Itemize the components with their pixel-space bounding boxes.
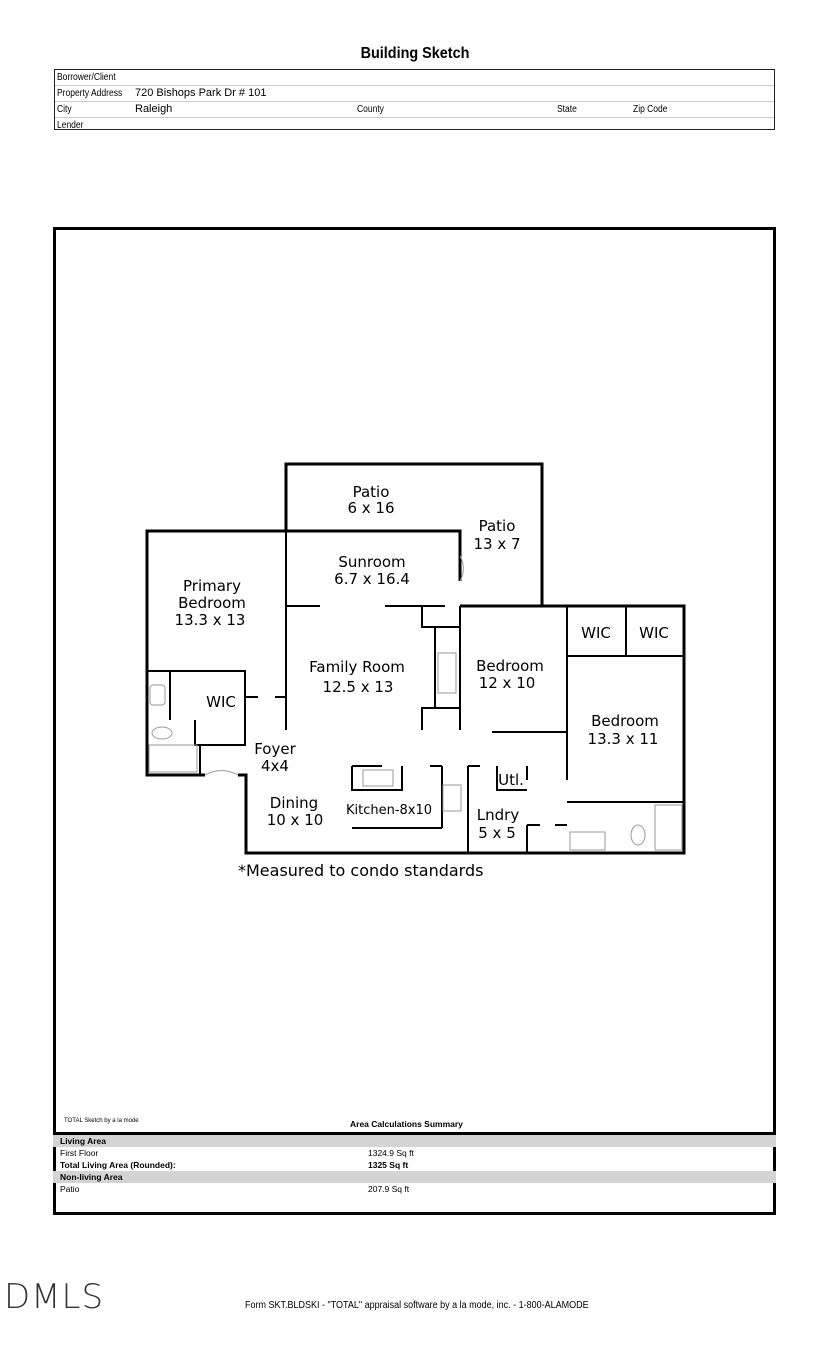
first-floor-label: First Floor bbox=[60, 1148, 99, 1158]
room-dims: 5 x 5 bbox=[478, 824, 516, 842]
patio-label: Patio bbox=[60, 1184, 80, 1194]
state-label: State bbox=[557, 104, 577, 115]
page-title: Building Sketch bbox=[360, 45, 470, 62]
dmls-watermark-logo: DMLS bbox=[4, 1277, 105, 1317]
measurement-note: *Measured to condo standards bbox=[238, 861, 484, 880]
toilet-icon-2 bbox=[630, 824, 646, 846]
room-label: Bedroom bbox=[178, 594, 246, 612]
stove-icon bbox=[442, 784, 462, 812]
room-dims: 4x4 bbox=[261, 757, 289, 775]
room-dims: 13.3 x 11 bbox=[588, 730, 659, 748]
entry-door-icon bbox=[204, 770, 239, 776]
patio-value: 207.9 Sq ft bbox=[368, 1184, 410, 1194]
fireplace-icon bbox=[437, 652, 457, 694]
room-label: Utl. bbox=[498, 771, 524, 789]
living-area-heading: Living Area bbox=[53, 1135, 776, 1147]
first-floor-row: First Floor 1324.9 Sq ft bbox=[53, 1147, 776, 1159]
area-summary: Living Area First Floor 1324.9 Sq ft Tota… bbox=[53, 1132, 776, 1215]
fixtures bbox=[148, 555, 683, 851]
borrower-label: Borrower/Client bbox=[57, 72, 116, 83]
room-label: Primary bbox=[183, 577, 241, 595]
bathtub-icon-2 bbox=[654, 804, 683, 851]
room-dims: 13 x 7 bbox=[473, 535, 520, 553]
sink-icon bbox=[149, 684, 166, 706]
patio-row: Patio 207.9 Sq ft bbox=[53, 1183, 776, 1195]
room-label: WIC bbox=[206, 693, 236, 711]
software-credit: TOTAL Sketch by a la mode bbox=[64, 1118, 139, 1124]
room-label: WIC bbox=[639, 624, 669, 642]
room-label: Dining bbox=[270, 794, 318, 812]
room-label: Kitchen-8x10 bbox=[346, 803, 432, 818]
room-dims: 6 x 16 bbox=[347, 499, 394, 517]
room-label: Family Room bbox=[309, 658, 405, 676]
sketch-frame bbox=[53, 227, 776, 1215]
room-dims: 6.7 x 16.4 bbox=[334, 570, 410, 588]
total-row: Total Living Area (Rounded): 1325 Sq ft bbox=[53, 1159, 776, 1171]
room-dims: 10 x 10 bbox=[267, 811, 324, 829]
kitchen-sink-icon bbox=[362, 769, 394, 787]
room-label: Lndry bbox=[477, 806, 520, 824]
city-label: City bbox=[57, 104, 72, 115]
room-dims: 13.3 x 13 bbox=[175, 611, 246, 629]
room-label: Bedroom bbox=[591, 712, 659, 730]
room-label: Patio bbox=[479, 517, 516, 535]
zip-label: Zip Code bbox=[633, 104, 668, 115]
room-label: Bedroom bbox=[476, 657, 544, 675]
room-labels: Patio 6 x 16 Patio 13 x 7 Sunroom 6.7 x … bbox=[175, 483, 669, 842]
county-label: County bbox=[357, 104, 384, 115]
room-dims: 12.5 x 13 bbox=[323, 678, 394, 696]
first-floor-value: 1324.9 Sq ft bbox=[368, 1148, 414, 1158]
lender-label: Lender bbox=[57, 120, 84, 131]
room-label: Patio bbox=[353, 483, 390, 501]
address-value: 720 Bishops Park Dr # 101 bbox=[135, 87, 267, 99]
toilet-icon bbox=[151, 726, 173, 740]
city-value: Raleigh bbox=[135, 103, 173, 115]
room-label: WIC bbox=[581, 624, 611, 642]
form-footer: Form SKT.BLDSKI - "TOTAL" appraisal soft… bbox=[245, 1300, 589, 1311]
sunroom-door-icon bbox=[459, 555, 464, 582]
non-living-heading: Non-living Area bbox=[53, 1171, 776, 1183]
room-label: Sunroom bbox=[338, 553, 405, 571]
address-label: Property Address bbox=[57, 88, 123, 99]
exterior-walls bbox=[145, 462, 686, 855]
room-label: Foyer bbox=[254, 740, 296, 758]
bathtub-icon bbox=[148, 744, 198, 773]
summary-title: Area Calculations Summary bbox=[350, 1119, 463, 1129]
total-label: Total Living Area (Rounded): bbox=[60, 1160, 176, 1170]
property-header: Borrower/Client Property Address 720 Bish… bbox=[54, 69, 775, 131]
total-value: 1325 Sq ft bbox=[368, 1160, 409, 1170]
room-dims: 12 x 10 bbox=[479, 674, 536, 692]
vanity-sink-icon bbox=[569, 831, 606, 851]
interior-walls bbox=[147, 531, 684, 853]
